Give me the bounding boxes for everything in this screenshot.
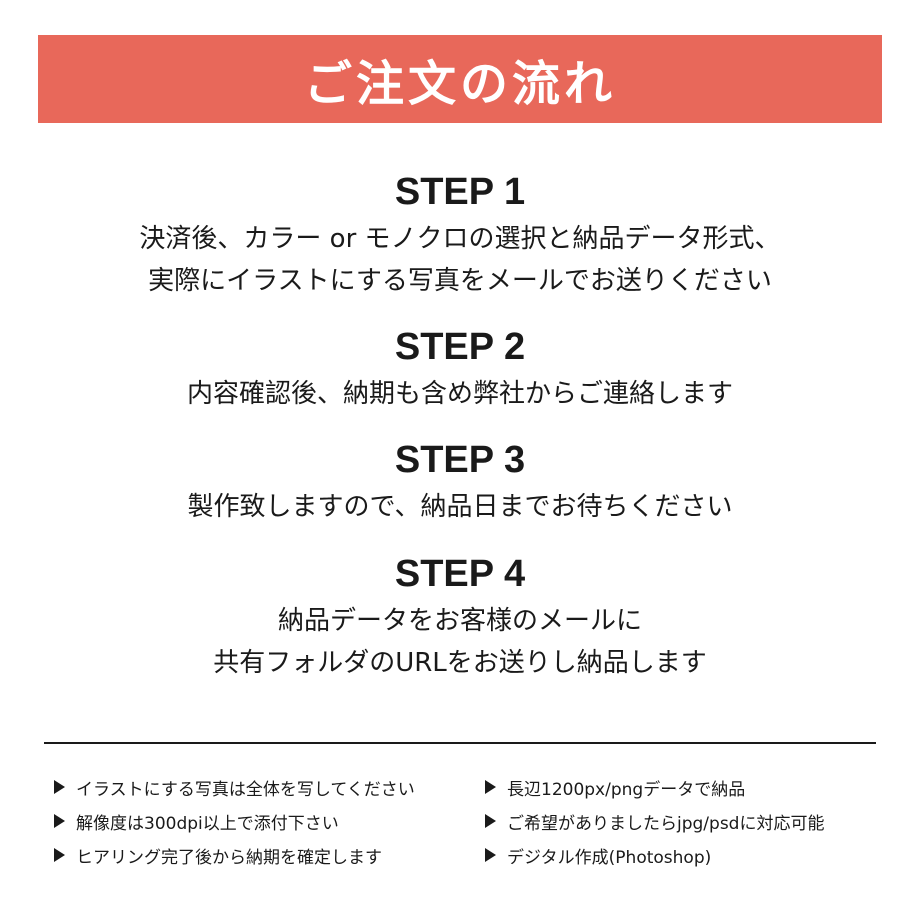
step-4-line-1: 納品データをお客様のメールに <box>277 606 642 636</box>
step-2: STEP 2 内容確認後、納期も含め弊社からご連絡します <box>0 325 920 415</box>
note-item: イラストにする写真は全体を写してください <box>54 770 415 804</box>
notes-left-list: イラストにする写真は全体を写してください 解像度は300dpi以上で添付下さい … <box>54 770 415 872</box>
triangle-right-icon <box>54 780 65 794</box>
note-item: デジタル作成(Photoshop) <box>485 838 824 872</box>
step-2-heading: STEP 2 <box>394 326 526 368</box>
note-text: ご希望がありましたらjpg/psdに対応可能 <box>507 813 825 834</box>
step-1-line-1: 決済後、カラー or モノクロの選択と納品データ形式、 <box>139 224 781 254</box>
note-item: 解像度は300dpi以上で添付下さい <box>54 804 415 838</box>
note-text: ヒアリング完了後から納期を確定します <box>76 847 382 868</box>
note-text: イラストにする写真は全体を写してください <box>76 779 415 800</box>
note-item: ご希望がありましたらjpg/psdに対応可能 <box>485 804 824 838</box>
triangle-right-icon <box>485 780 496 794</box>
note-text: 長辺1200px/pngデータで納品 <box>507 779 746 800</box>
section-divider <box>44 742 876 744</box>
page-title: ご注文の流れ <box>303 56 616 112</box>
note-text: 解像度は300dpi以上で添付下さい <box>76 813 339 834</box>
note-item: ヒアリング完了後から納期を確定します <box>54 838 415 872</box>
notes-right-list: 長辺1200px/pngデータで納品 ご希望がありましたらjpg/psdに対応可… <box>485 770 824 872</box>
title-banner: ご注文の流れ <box>38 35 882 123</box>
triangle-right-icon <box>485 848 496 862</box>
step-1: STEP 1 決済後、カラー or モノクロの選択と納品データ形式、 実際にイラ… <box>0 170 920 302</box>
step-4: STEP 4 納品データをお客様のメールに 共有フォルダのURLをお送りし納品し… <box>0 552 920 684</box>
triangle-right-icon <box>485 814 496 828</box>
step-4-line-2: 共有フォルダのURLをお送りし納品します <box>213 648 707 678</box>
step-1-heading: STEP 1 <box>394 171 526 213</box>
note-item: 長辺1200px/pngデータで納品 <box>485 770 824 804</box>
step-2-line-1: 内容確認後、納期も含め弊社からご連絡します <box>186 379 733 409</box>
step-4-heading: STEP 4 <box>394 553 526 595</box>
step-3: STEP 3 製作致しますので、納品日までお待ちください <box>0 438 920 528</box>
step-3-heading: STEP 3 <box>394 439 526 481</box>
triangle-right-icon <box>54 814 65 828</box>
step-3-line-1: 製作致しますので、納品日までお待ちください <box>187 492 733 522</box>
step-1-line-2: 実際にイラストにする写真をメールでお送りください <box>148 266 772 296</box>
triangle-right-icon <box>54 848 65 862</box>
note-text: デジタル作成(Photoshop) <box>507 847 712 868</box>
